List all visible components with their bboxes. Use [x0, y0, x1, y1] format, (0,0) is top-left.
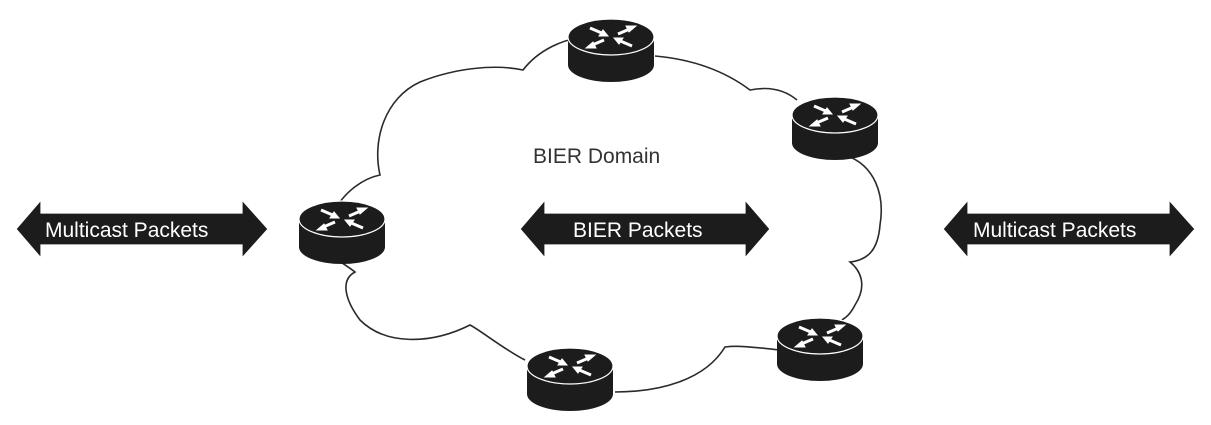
multicast-packets-arrow-left: Multicast Packets	[15, 198, 269, 260]
router-icon	[775, 316, 865, 383]
multicast-packets-label-right: Multicast Packets	[973, 219, 1136, 242]
multicast-packets-arrow-right: Multicast Packets	[942, 198, 1196, 260]
bier-packets-label: BIER Packets	[573, 219, 703, 242]
router-icon	[566, 17, 656, 84]
router-icon	[297, 199, 387, 266]
bier-packets-arrow-center: BIER Packets	[519, 198, 771, 260]
bier-domain-label: BIER Domain	[533, 145, 660, 168]
multicast-packets-label-left: Multicast Packets	[45, 219, 208, 242]
router-icon	[790, 95, 880, 162]
bier-domain-cloud	[332, 37, 882, 393]
router-icon	[525, 346, 615, 413]
